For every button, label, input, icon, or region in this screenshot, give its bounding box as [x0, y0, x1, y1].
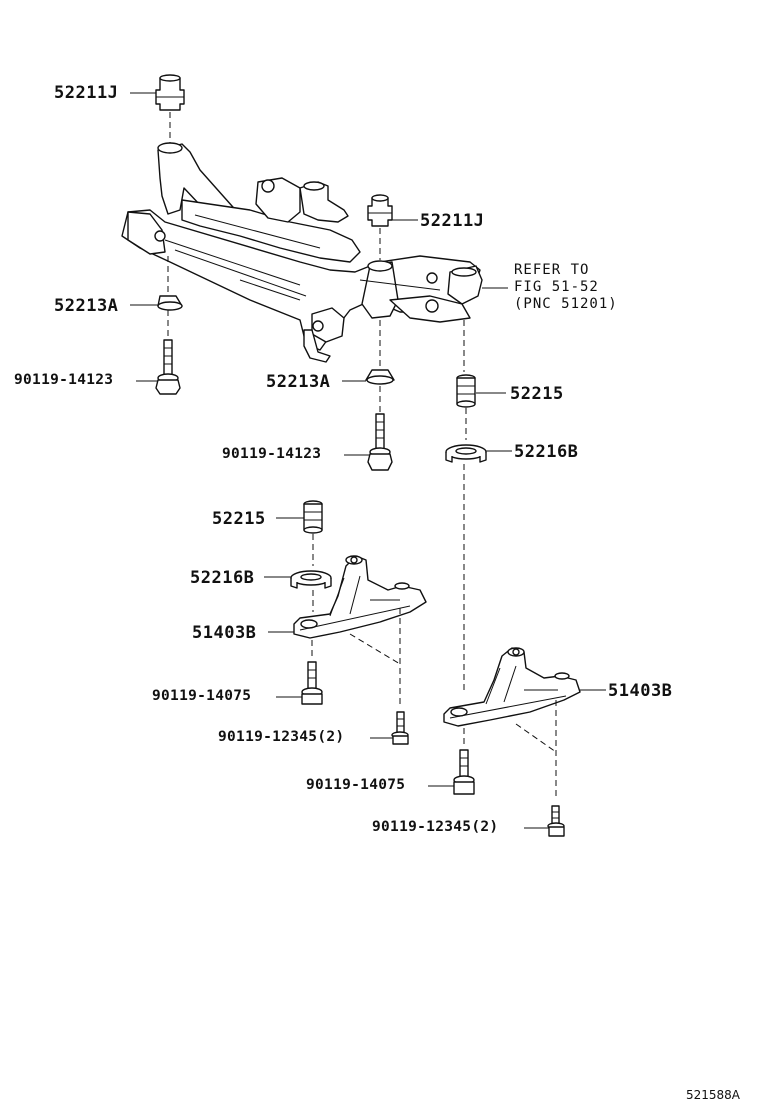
label-90119-12345-left[interactable]: 90119-12345(2) [218, 729, 345, 745]
brace-51403b-right[interactable] [443, 647, 581, 727]
label-52215-left[interactable]: 52215 [212, 509, 266, 529]
label-52211j-mid[interactable]: 52211J [420, 211, 485, 231]
brace-51403b-left[interactable] [293, 555, 427, 639]
bushing-52211j-left[interactable] [155, 74, 185, 111]
stopper-52213a-left[interactable] [157, 295, 183, 311]
retainer-52216b-right[interactable] [445, 444, 487, 463]
stopper-52213a-mid[interactable] [365, 369, 395, 385]
label-90119-14075-left[interactable]: 90119-14075 [152, 688, 252, 704]
label-51403b-right[interactable]: 51403B [608, 681, 673, 701]
label-51403b-left[interactable]: 51403B [192, 623, 257, 643]
bolt-90119-12345-left[interactable] [391, 711, 409, 745]
label-52213a-left[interactable]: 52213A [54, 296, 119, 316]
bolt-90119-14075-right[interactable] [453, 749, 475, 795]
retainer-52216b-left[interactable] [290, 570, 332, 589]
bushing-52211j-mid[interactable] [367, 194, 393, 227]
label-52211j-left[interactable]: 52211J [54, 83, 119, 103]
label-52216b-right[interactable]: 52216B [514, 442, 579, 462]
reference-note: REFER TO FIG 51-52 (PNC 51201) [514, 262, 618, 313]
label-52215-right[interactable]: 52215 [510, 384, 564, 404]
bolt-90119-14123-left[interactable] [155, 339, 181, 395]
reference-line-3: (PNC 51201) [514, 296, 618, 312]
label-52216b-left[interactable]: 52216B [190, 568, 255, 588]
bolt-90119-12345-right[interactable] [547, 805, 565, 837]
label-90119-14075-right[interactable]: 90119-14075 [306, 777, 406, 793]
label-90119-14123-mid[interactable]: 90119-14123 [222, 446, 322, 462]
diagram-code: 521588A [686, 1088, 741, 1102]
reference-line-2: FIG 51-52 [514, 279, 599, 295]
bolt-90119-14123-mid[interactable] [367, 413, 393, 471]
reference-line-1: REFER TO [514, 262, 590, 278]
label-52213a-mid[interactable]: 52213A [266, 372, 331, 392]
cushion-52215-left[interactable] [303, 500, 323, 534]
cushion-52215-right[interactable] [456, 374, 476, 408]
suspension-crossmember[interactable] [121, 142, 483, 363]
label-90119-14123-left[interactable]: 90119-14123 [14, 372, 114, 388]
label-90119-12345-right[interactable]: 90119-12345(2) [372, 819, 499, 835]
bolt-90119-14075-left[interactable] [301, 661, 323, 705]
